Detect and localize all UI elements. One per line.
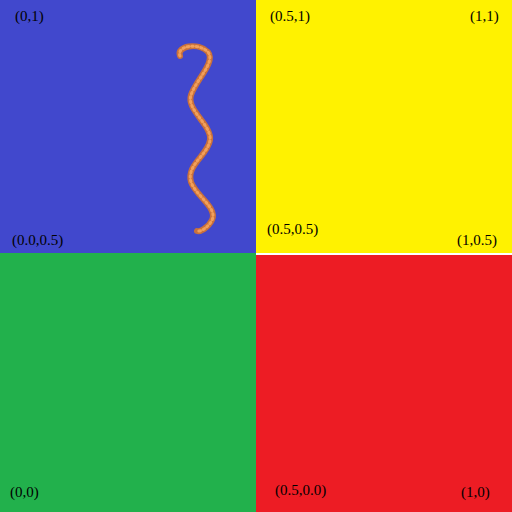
quadrant-region: (0,1) (0.0,0.5) — [0, 0, 256, 253]
coordinate-slot: (0.5,1) — [270, 7, 310, 25]
coordinate-label: (0.5,0.5) — [267, 221, 318, 237]
coordinate-slot: (1,1) — [470, 7, 499, 25]
coordinate-slot: (0.5,0.5) — [267, 220, 318, 238]
coordinate-slot: (0,0) — [10, 483, 39, 501]
coordinate-slot: (0.0,0.5) — [12, 231, 63, 249]
quadrant-region: (0.5,0.0) (1,0) — [256, 255, 512, 512]
coordinate-label: (0.5,0.0) — [275, 482, 326, 498]
coordinate-label: (1,0.5) — [457, 232, 497, 248]
coordinate-label: (0,1) — [15, 8, 44, 24]
coordinate-label: (0,0) — [10, 484, 39, 500]
quadrant-region: (0.5,1) (1,1) (0.5,0.5) (1,0.5) — [256, 0, 512, 253]
coordinate-label: (0.0,0.5) — [12, 232, 63, 248]
coordinate-slot: (0.5,0.0) — [275, 481, 326, 499]
coordinate-slot: (1,0.5) — [457, 231, 497, 249]
coordinate-label: (0.5,1) — [270, 8, 310, 24]
coordinate-slot: (1,0) — [461, 483, 490, 501]
quadrant-region: (0,0) — [0, 253, 256, 512]
coordinate-label: (1,1) — [470, 8, 499, 24]
coordinate-label: (1,0) — [461, 484, 490, 500]
coordinate-slot: (0,1) — [15, 7, 44, 25]
